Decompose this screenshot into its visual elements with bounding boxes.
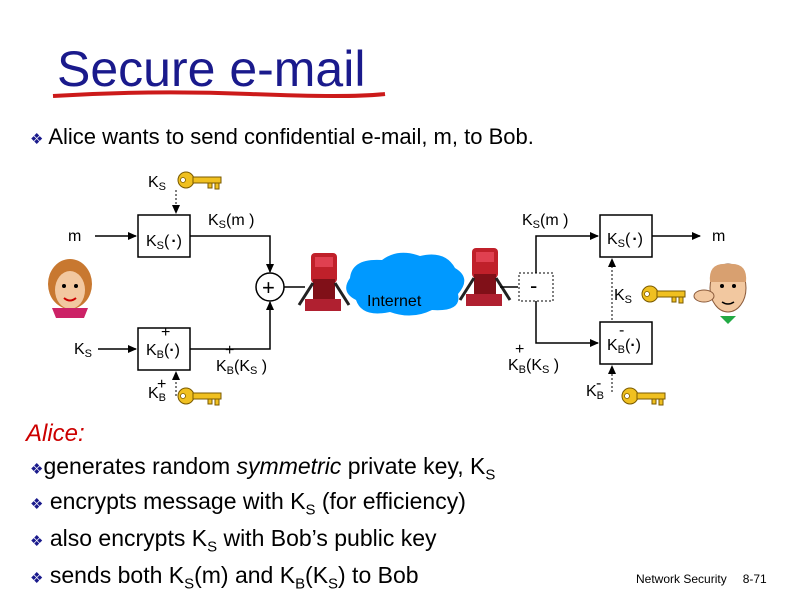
internet-label: Internet [367, 293, 422, 310]
box4-minus-sup: - [619, 322, 624, 339]
footer-page: 8-71 [742, 572, 767, 586]
box1-label: KS(·) [146, 233, 182, 252]
box2-plus-sup: + [161, 324, 170, 341]
diamond-bullet-icon: ❖ [30, 570, 44, 587]
key-icon [177, 171, 222, 190]
intro-bullet: ❖ Alice wants to send confidential e-mai… [30, 124, 534, 150]
diamond-bullet-icon: ❖ [30, 131, 44, 148]
split-symbol: - [530, 273, 537, 298]
plaintext-m-alice: m [68, 228, 81, 245]
bob-symmetric-decrypt-box [599, 214, 653, 258]
alice-ks-input-label: KS [74, 341, 92, 360]
kb-ks-plus-bob: + [515, 341, 524, 358]
ks-m-label-bob: KS(m ) [522, 212, 568, 231]
ks-m-label-alice: KS(m ) [208, 212, 254, 231]
alice-public-key-encrypt-box [137, 327, 191, 371]
key-icon [641, 285, 686, 304]
alice-point-1: ❖generates random symmetric private key,… [30, 453, 496, 484]
diamond-bullet-icon: ❖ [30, 496, 44, 513]
slide-footer: Network Security 8-71 [636, 572, 783, 586]
kb-ks-plus-alice: + [225, 342, 234, 359]
diamond-bullet-icon: ❖ [30, 533, 44, 550]
concat-symbol: + [262, 275, 275, 300]
box2-label: KB(·) [146, 342, 180, 361]
alice-session-key-label: KS [148, 174, 166, 193]
box4-label: KB(·) [607, 337, 641, 356]
diamond-bullet-icon: ❖ [30, 461, 44, 478]
intro-text: Alice wants to send confidential e-mail,… [48, 124, 534, 149]
key-icon [621, 387, 666, 406]
kb-ks-label-alice: KB(KS ) [216, 358, 267, 377]
bob-mail-agent-icon [458, 246, 512, 308]
alice-point-4: ❖ sends both KS(m) and KB(KS) to Bob [30, 562, 419, 593]
alice-point-3: ❖ also encrypts KS with Bob’s public key [30, 525, 437, 556]
bob-public-key-label: KB [148, 385, 166, 404]
bob-public-key-plus: + [157, 376, 166, 393]
bob-face-icon [693, 263, 747, 324]
alice-mail-agent-icon [297, 251, 351, 313]
internet-cloud [346, 252, 465, 316]
bob-private-key-decrypt-box [599, 321, 653, 365]
bob-private-key-label: KB [586, 383, 604, 402]
alice-face-icon [48, 259, 92, 318]
kb-ks-label-bob: KB(KS ) [508, 357, 559, 376]
bob-private-key-minus: - [596, 375, 601, 392]
secure-email-diagram: KS(·) KB(·) + KS(·) KB(·) - m KS KS(m ) … [48, 171, 747, 406]
slide-title: Secure e-mail [57, 41, 366, 97]
split-operator [518, 272, 554, 302]
alice-section-label: Alice: [26, 420, 85, 447]
title-underline [52, 90, 386, 98]
box3-label: KS(·) [607, 231, 643, 250]
plaintext-m-bob: m [712, 228, 725, 245]
footer-course: Network Security [636, 572, 727, 586]
bob-session-key-label: KS [614, 287, 632, 306]
key-icon [177, 387, 222, 406]
alice-point-2: ❖ encrypts message with KS (for efficien… [30, 488, 466, 519]
